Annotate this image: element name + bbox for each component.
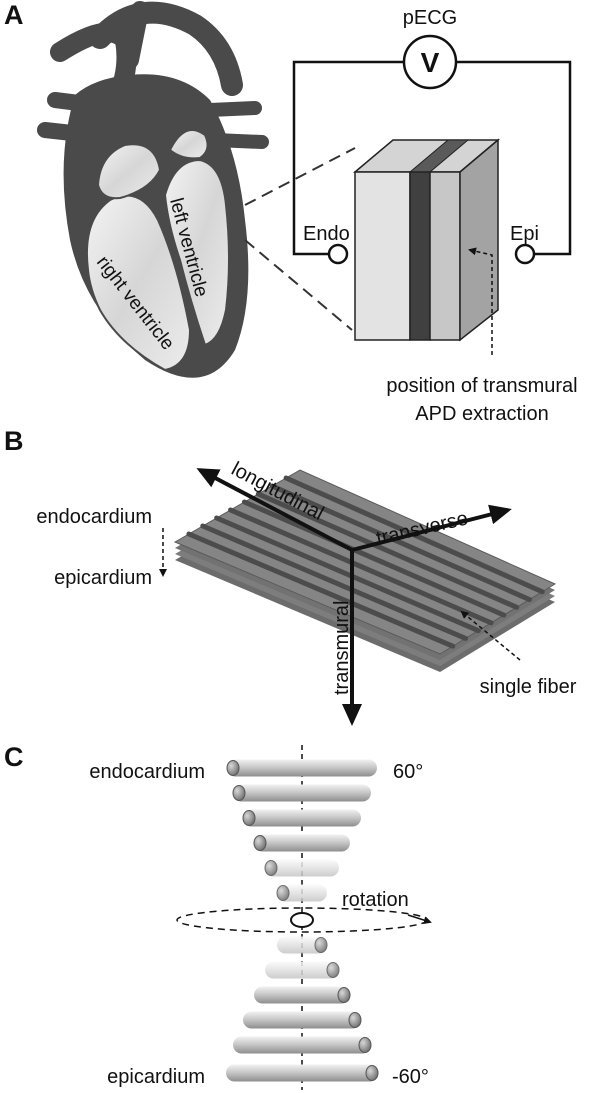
panel-b-label: B [4, 426, 24, 456]
fiber-cylinder [253, 834, 350, 852]
endo-label: Endo [303, 223, 350, 245]
fiber-cylinder [226, 759, 377, 777]
zoom-line-top [244, 147, 356, 206]
fiber-cylinder [243, 1011, 362, 1029]
zoom-line-bottom [244, 239, 353, 331]
fiber-stripe [214, 515, 481, 634]
fiber-cylinder [264, 859, 339, 877]
panel-c-label: C [4, 742, 24, 772]
panel-c-endocardium-label: endocardium [89, 761, 205, 783]
center-fiber-cross-section [290, 912, 314, 928]
circuit-wire-right [456, 60, 572, 256]
panel-b-epicardium-label: epicardium [54, 567, 152, 589]
epi-electrode-icon [514, 243, 536, 265]
heart-illustration [37, 1, 269, 378]
rotation-arrow-icon [407, 914, 432, 924]
fiber-stripe [186, 531, 456, 649]
rotation-label: rotation [342, 889, 409, 911]
apd-label-line2: APD extraction [415, 403, 548, 425]
fiber-stripe [269, 483, 532, 603]
pecg-label: pECG [403, 7, 457, 29]
panel-a-label: A [4, 0, 24, 30]
fiber-cylinder [265, 961, 340, 979]
voltmeter-icon [402, 34, 458, 90]
panel-c-epicardium-label: epicardium [107, 1066, 205, 1088]
fiber-stripe [255, 491, 520, 610]
fiber-cylinder [232, 784, 371, 802]
fiber-stripes [186, 475, 545, 649]
fiber-stripe [241, 499, 507, 618]
transverse-axis-arrow [351, 504, 512, 552]
fiber-stripe [200, 523, 469, 641]
tissue-block [352, 138, 501, 342]
epi-label: Epi [510, 223, 539, 245]
fiber-cylinder [254, 986, 351, 1004]
fiber-cylinder-stack [226, 759, 379, 1082]
panel-b-endocardium-label: endocardium [36, 506, 152, 528]
endo-electrode-icon [327, 243, 349, 265]
fiber-cylinder [242, 809, 361, 827]
transmural-label: transmural [331, 601, 353, 695]
apd-position-arrow [468, 247, 493, 355]
fiber-cylinder [233, 1036, 372, 1054]
bottom-angle-label: -60° [392, 1066, 429, 1088]
fiber-cylinder [277, 936, 328, 954]
fiber-cylinder [226, 1064, 379, 1082]
apd-label-line1: position of transmural [386, 375, 577, 397]
fiber-cylinder [276, 884, 327, 902]
longitudinal-axis-arrow [196, 468, 353, 552]
single-fiber-label: single fiber [480, 676, 577, 698]
fiber-stripe [228, 507, 494, 626]
single-fiber-arrow [460, 610, 521, 661]
voltmeter-symbol: V [421, 47, 440, 78]
circuit-wire-left [292, 60, 404, 256]
top-angle-label: 60° [393, 761, 423, 783]
